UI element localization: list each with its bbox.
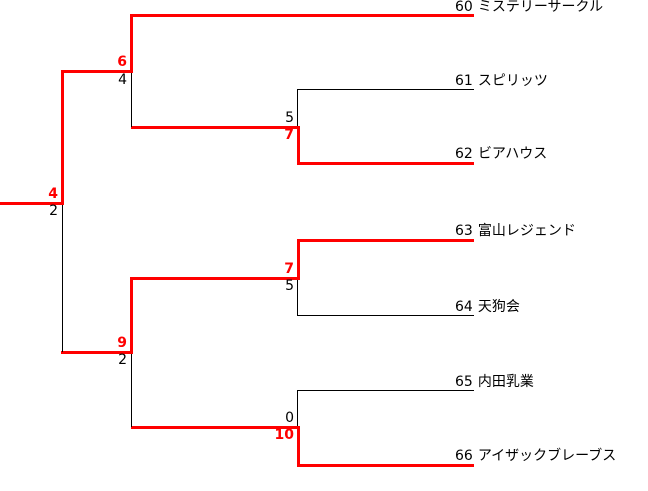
team-name: 内田乳業 [477,374,534,390]
team-66-line [297,464,474,467]
team-seed: 60 [455,0,473,15]
score-semifinal-bottom-winner: 9 [117,335,127,351]
match-61-62-top-leg [297,89,298,127]
semifinal-bottom-top-leg [130,277,133,354]
score-match-63-64-bottom: 5 [285,278,294,294]
match-65-66-bottom-leg [297,426,300,467]
semifinal-top-bottom-leg [131,73,132,127]
score-final-winner: 4 [48,186,58,202]
team-seed: 64 [455,299,473,315]
match-65-66-winner-line [131,426,300,429]
team-seed: 63 [455,223,473,239]
team-62-line [297,162,474,165]
semifinal-bottom-winner-line [61,351,133,354]
team-64-line [297,315,474,316]
team-61-line [297,89,474,90]
final-bottom-leg [62,205,63,352]
team-60-line [130,14,474,17]
semifinal-top-winner-line [61,70,133,73]
team-seed: 61 [455,73,473,89]
match-63-64-winner-line [131,277,300,280]
team-label-60: 60 ミステリーサークル [455,0,603,15]
score-match-65-66-bottom: 10 [274,427,294,443]
team-name: スピリッツ [477,73,548,89]
score-semifinal-bottom-loser: 2 [118,352,127,368]
team-name: 富山レジェンド [477,223,576,239]
final-top-leg [61,70,64,205]
team-name: 天狗会 [477,299,520,315]
score-match-65-66-top: 0 [285,410,294,426]
match-61-62-bottom-leg [297,126,300,165]
team-name: ミステリーサークル [477,0,604,15]
score-match-61-62-top: 5 [285,110,294,126]
score-match-63-64-top: 7 [284,261,294,277]
match-63-64-top-leg [297,239,300,280]
semifinal-top-top-leg [130,14,133,73]
team-name: アイザックブレーブス [477,448,617,464]
team-seed: 65 [455,374,473,390]
match-65-66-top-leg [297,390,298,427]
match-63-64-bottom-leg [297,279,298,316]
score-match-61-62-bottom: 7 [284,127,294,143]
team-63-line [297,239,474,242]
team-seed: 66 [455,448,473,464]
match-61-62-winner-line [131,126,300,129]
score-semifinal-top-winner: 6 [117,54,127,70]
champion-line [0,202,64,205]
team-seed: 62 [455,146,473,162]
team-65-line [297,390,474,391]
team-name: ビアハウス [477,146,548,162]
score-semifinal-top-loser: 4 [118,72,127,88]
semifinal-bottom-bottom-leg [131,354,132,427]
score-final-loser: 2 [49,203,58,219]
